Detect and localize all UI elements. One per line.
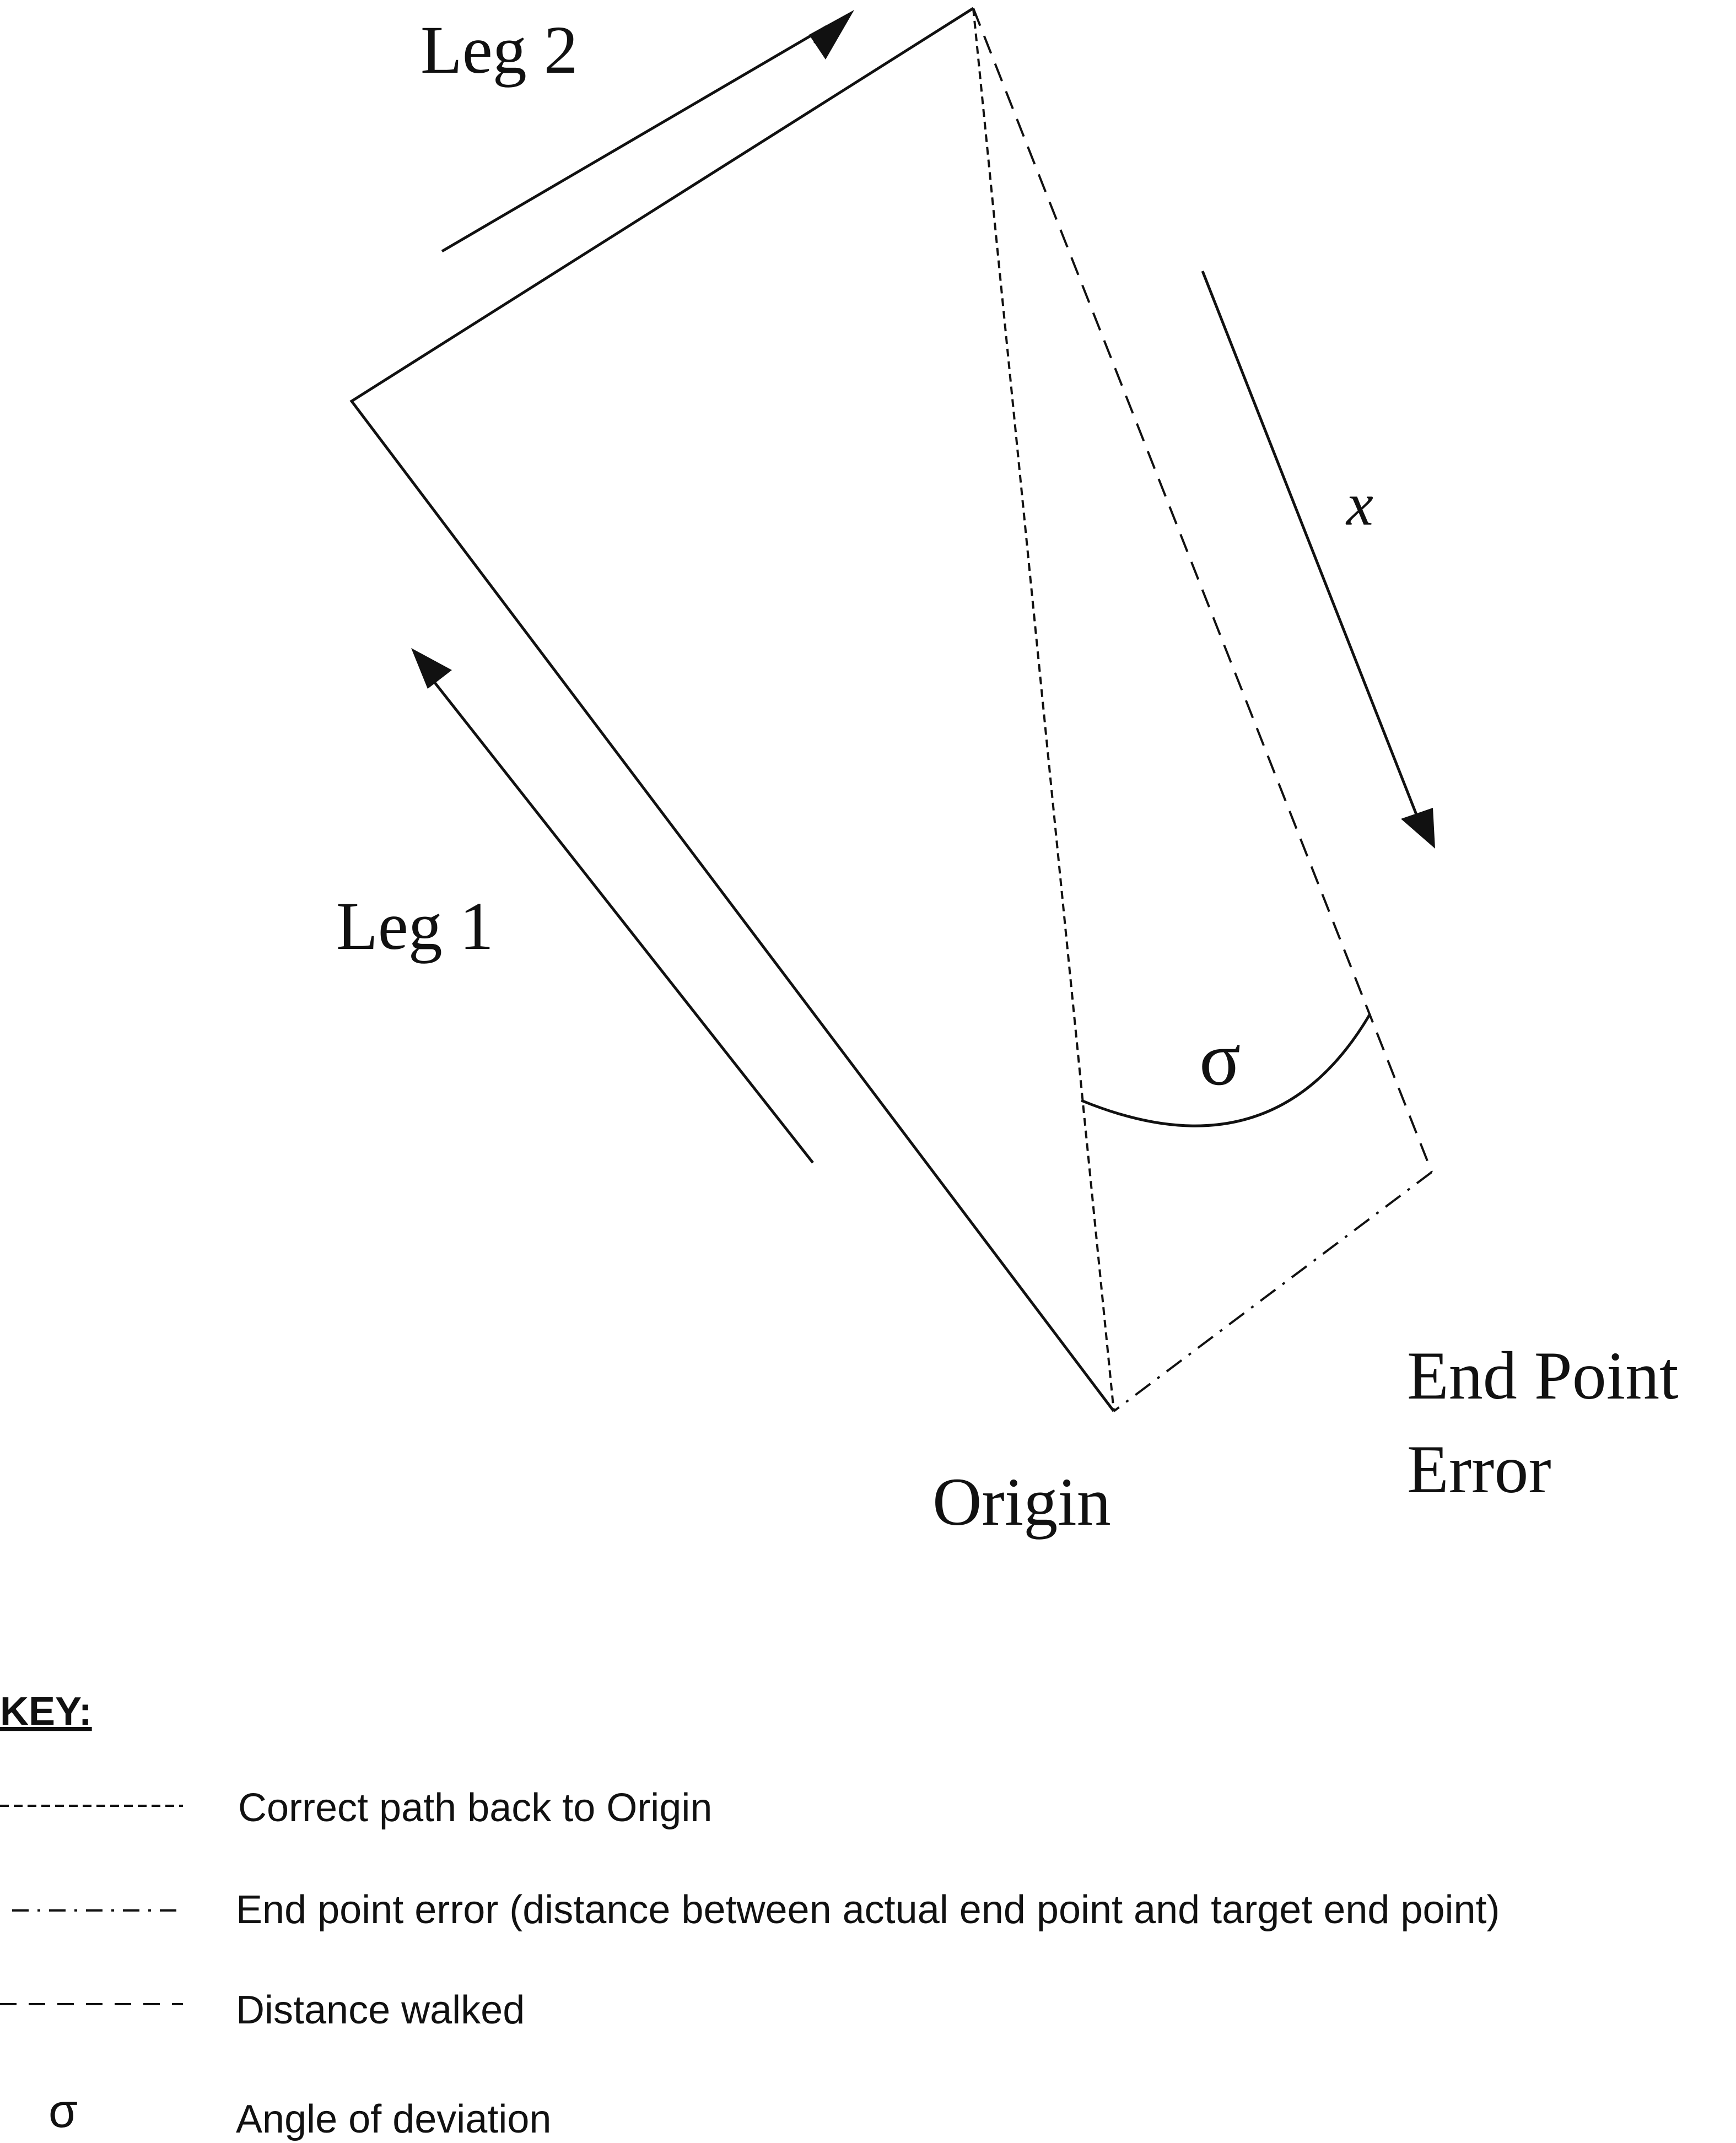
key-label-correct-path: Correct path back to Origin (238, 1786, 712, 1830)
end-point-error-label-line2: Error (1407, 1432, 1551, 1507)
sigma-label: σ (1199, 1016, 1241, 1102)
x-label: x (1345, 471, 1373, 538)
leg2-label: Leg 2 (420, 12, 578, 88)
key-label-distance-walked: Distance walked (236, 1988, 525, 2032)
leg2-arrowhead-fill (809, 10, 854, 60)
key-symbol-sigma: σ (48, 2085, 78, 2137)
key-title: KEY: (0, 1689, 92, 1734)
distance-walked-line (972, 8, 1433, 1173)
leg1-arrow (430, 677, 814, 1164)
x-arrowhead (1401, 808, 1435, 849)
leg1-label: Leg 1 (336, 888, 494, 964)
end-point-error-label-line1: End Point (1407, 1338, 1679, 1413)
end-point-error-line (1113, 1171, 1433, 1412)
leg2-arrow (441, 25, 828, 253)
walked-path-leg1-leg2 (349, 7, 1115, 1412)
x-arrow (1201, 271, 1418, 815)
origin-label: Origin (932, 1464, 1111, 1540)
correct-path-line (972, 8, 1115, 1412)
key-label-angle-of-deviation: Angle of deviation (236, 2097, 551, 2141)
angle-arc (1081, 1013, 1372, 1127)
leg1-arrowhead (411, 648, 452, 689)
key-label-end-point-error: End point error (distance between actual… (236, 1888, 1500, 1932)
